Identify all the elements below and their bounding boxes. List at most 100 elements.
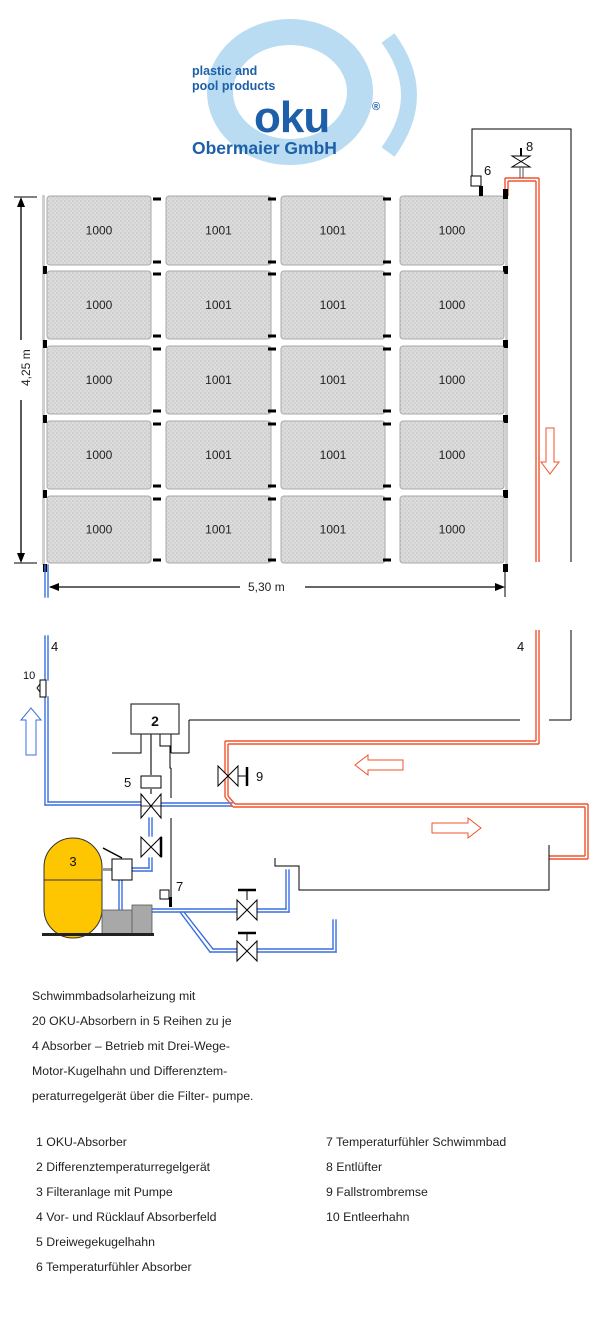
absorber-panel-label: 1001	[205, 224, 232, 238]
description-line: peraturregelgerät über die Filter- pumpe…	[32, 1089, 254, 1103]
absorber-panel-body	[165, 420, 272, 490]
row-collector-left	[43, 340, 47, 348]
return-connector	[503, 189, 508, 199]
panel-connector	[268, 558, 276, 562]
panel-connector	[383, 197, 391, 201]
panel-connector	[153, 197, 161, 201]
panel-connector	[153, 422, 161, 426]
logo-registered: ®	[372, 101, 380, 113]
absorber-panel: 1000	[46, 495, 152, 564]
absorber-panel-label: 1000	[439, 523, 466, 537]
absorber-panel-body	[165, 345, 272, 415]
absorber-panel-body	[46, 195, 152, 266]
panel-connector	[268, 334, 276, 338]
field-right-rail	[505, 195, 508, 565]
flow-brake-valve: 9	[217, 764, 263, 788]
legend-item: 3 Filteranlage mit Pumpe	[36, 1185, 173, 1199]
absorber-panel-label: 1001	[205, 523, 232, 537]
panel-connector	[268, 422, 276, 426]
return-pipe	[224, 177, 589, 860]
legend-item: 6 Temperaturfühler Absorber	[36, 1260, 192, 1274]
panel-connector	[153, 260, 161, 264]
callout-3: 3	[69, 854, 76, 869]
panel-connector	[268, 260, 276, 264]
logo-ring	[207, 19, 373, 165]
absorber-panel: 1000	[399, 345, 505, 415]
oku-logo: plastic and pool products oku ® Obermaie…	[192, 19, 417, 165]
absorber-panel-label: 1001	[205, 448, 232, 462]
legend-item: 10 Entleerhahn	[326, 1210, 410, 1224]
absorber-panel: 1001	[165, 495, 272, 564]
absorber-panel: 1001	[280, 195, 386, 266]
controller-box: 2	[130, 703, 180, 735]
absorber-panel-body	[46, 270, 152, 340]
callout-8: 8	[526, 139, 533, 154]
panel-connector	[153, 409, 161, 413]
height-label: 4,25 m	[19, 349, 33, 386]
absorber-panel-body	[399, 345, 505, 415]
logo-tagline-2: pool products	[192, 79, 275, 93]
panel-connector	[383, 272, 391, 276]
logo-tagline-1: plastic and	[192, 64, 257, 78]
legend-left: 1 OKU-Absorber 2 Differenztemperaturrege…	[36, 1130, 216, 1280]
panel-connector	[383, 484, 391, 488]
absorber-panel-label: 1001	[320, 224, 347, 238]
panel-connector	[268, 409, 276, 413]
row-collector-right	[503, 266, 508, 274]
legend-item: 2 Differenztemperaturregelgerät	[36, 1160, 211, 1174]
absorber-panel-label: 1000	[86, 224, 113, 238]
absorber-panel: 1001	[280, 270, 386, 340]
absorber-panel: 1000	[46, 270, 152, 340]
field-left-rail	[42, 195, 45, 565]
panel-connector	[383, 347, 391, 351]
absorber-panel: 1000	[399, 420, 505, 490]
logo-company: Obermaier GmbH	[192, 138, 337, 158]
air-vent: 8	[510, 139, 533, 178]
absorber-panel: 1000	[399, 495, 505, 564]
flow-arrow-down	[540, 427, 560, 475]
drain-valve: 10	[23, 670, 47, 698]
absorber-panel-body	[46, 420, 152, 490]
logo-brand: oku	[254, 93, 329, 142]
callout-10: 10	[23, 670, 35, 682]
row-collector-right	[503, 415, 508, 423]
callout-7: 7	[176, 879, 183, 894]
absorber-panel: 1000	[46, 420, 152, 490]
absorber-panel-body	[280, 495, 386, 564]
panel-connector	[268, 272, 276, 276]
panel-connector	[383, 558, 391, 562]
control-wiring	[112, 128, 572, 905]
absorber-panel: 1001	[280, 495, 386, 564]
absorber-panel-label: 1001	[320, 523, 347, 537]
absorber-panel-label: 1000	[439, 448, 466, 462]
row-collector-right	[503, 490, 508, 498]
callout-9: 9	[256, 769, 263, 784]
absorber-panel-label: 1001	[320, 448, 347, 462]
absorber-panel: 1001	[165, 195, 272, 266]
callout-4-left: 4	[51, 639, 58, 654]
absorber-panel-body	[399, 495, 505, 564]
panel-connector	[268, 497, 276, 501]
panel-connector	[153, 272, 161, 276]
absorber-panel-body	[280, 420, 386, 490]
absorber-panel-label: 1001	[205, 298, 232, 312]
absorber-panel-body	[399, 420, 505, 490]
row-collector-right	[503, 564, 508, 572]
row-collector-left	[43, 266, 47, 274]
absorber-panel: 1001	[280, 420, 386, 490]
absorber-panel-label: 1001	[320, 298, 347, 312]
absorber-panel: 1001	[165, 270, 272, 340]
description-line: 4 Absorber – Betrieb mit Drei-Wege-	[32, 1039, 230, 1053]
absorber-panel-body	[280, 195, 386, 266]
panel-connector	[153, 558, 161, 562]
flow-arrow-left	[354, 753, 404, 777]
panel-connector	[268, 197, 276, 201]
absorber-panel-label: 1001	[320, 373, 347, 387]
pool-bypass-valve	[236, 931, 258, 963]
panel-connector	[153, 484, 161, 488]
absorber-panel: 1001	[165, 420, 272, 490]
description-line: Motor-Kugelhahn und Differenztem-	[32, 1064, 228, 1078]
absorber-panel-body	[399, 270, 505, 340]
